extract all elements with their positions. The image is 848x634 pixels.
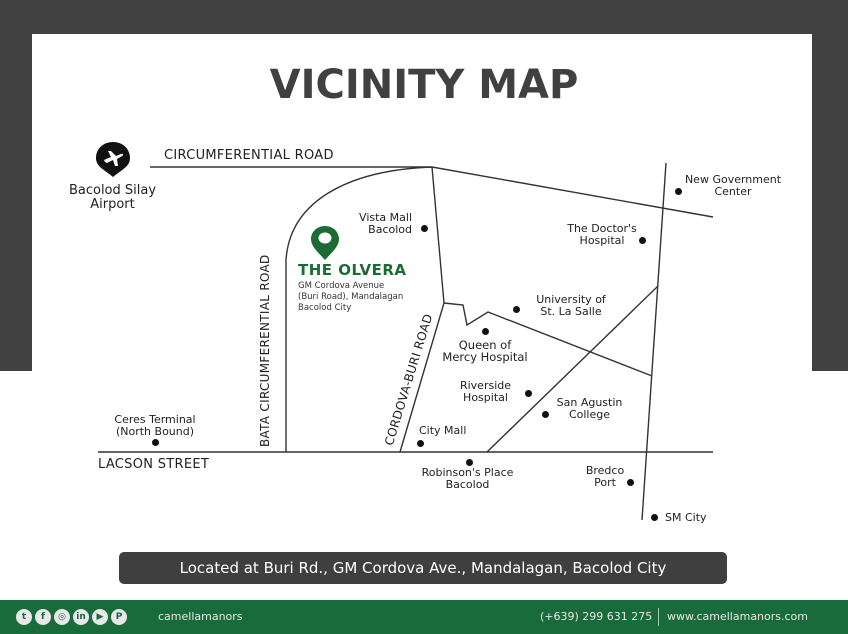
social-links: t f ◎ in ▶ P xyxy=(16,609,127,625)
twitter-icon[interactable]: t xyxy=(16,609,32,625)
landmark-dot xyxy=(482,328,489,335)
lacson-street-label: LACSON STREET xyxy=(98,457,210,472)
landmark-dot xyxy=(651,514,658,521)
footer: t f ◎ in ▶ P camellamanors (+639) 299 63… xyxy=(0,600,848,634)
landmark-dot xyxy=(417,440,424,447)
location-pin-icon xyxy=(311,226,339,260)
landmark-ceres-terminal: Ceres Terminal(North Bound) xyxy=(114,413,196,438)
landmark-dot xyxy=(513,306,520,313)
pinterest-icon[interactable]: P xyxy=(111,609,127,625)
phone-number[interactable]: (+639) 299 631 275 xyxy=(540,610,653,623)
landmark-dot xyxy=(639,237,646,244)
facebook-icon[interactable]: f xyxy=(35,609,51,625)
landmark-dot xyxy=(675,188,682,195)
landmark-dot xyxy=(525,390,532,397)
airplane-pin-icon xyxy=(96,142,130,177)
landmark-city-mall: City Mall xyxy=(419,424,467,437)
landmark-dot xyxy=(627,479,634,486)
airport-label: Bacolod Silay Airport xyxy=(68,183,157,212)
property-name: THE OLVERA xyxy=(298,261,407,279)
landmark-dot xyxy=(466,459,473,466)
footer-divider xyxy=(658,608,659,626)
bata-road-label: BATA CIRCUMFERENTIAL ROAD xyxy=(258,254,272,447)
linkedin-icon[interactable]: in xyxy=(73,609,89,625)
property-address: GM Cordova Avenue (Buri Road), Mandalaga… xyxy=(298,281,404,313)
road-network xyxy=(98,162,714,521)
landmark-dot xyxy=(152,439,159,446)
landmark-dot xyxy=(542,411,549,418)
landmark-dot xyxy=(421,225,428,232)
circumferential-road-label: CIRCUMFERENTIAL ROAD xyxy=(164,148,334,163)
instagram-icon[interactable]: ◎ xyxy=(54,609,70,625)
social-handle: camellamanors xyxy=(158,610,243,623)
website-link[interactable]: www.camellamanors.com xyxy=(667,610,809,623)
youtube-icon[interactable]: ▶ xyxy=(92,609,108,625)
page-title: VICINITY MAP xyxy=(269,62,579,108)
landmark-sm-city: SM City xyxy=(665,511,707,524)
location-banner: Located at Buri Rd., GM Cordova Ave., Ma… xyxy=(119,552,727,584)
